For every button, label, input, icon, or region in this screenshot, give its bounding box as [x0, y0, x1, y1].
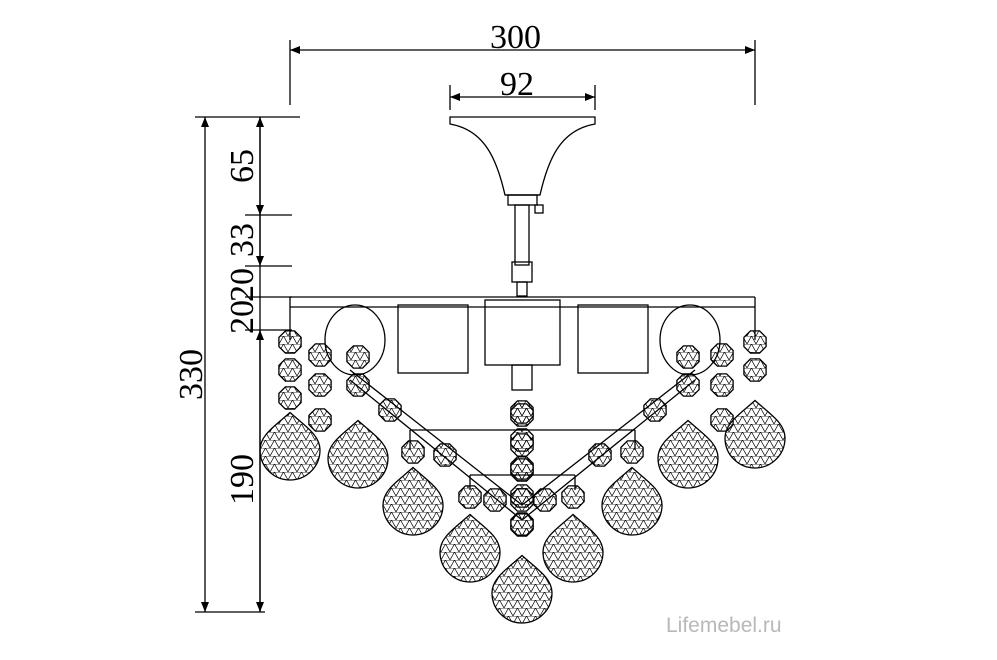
- crystal-ball: [439, 513, 501, 583]
- octagon-crystal: [620, 440, 644, 464]
- crystal-drop-label: 190: [224, 454, 261, 505]
- crystal-ball: [542, 513, 604, 583]
- overall-width-label: 300: [490, 19, 541, 56]
- watermark: Lifemebel.ru: [666, 614, 782, 637]
- crystal-ball: [724, 399, 786, 469]
- octagon-crystal: [510, 488, 534, 512]
- octagon-crystal: [676, 345, 700, 369]
- stem: [511, 204, 533, 297]
- canopy-height-label: 65: [224, 149, 261, 183]
- crystal-ball: [259, 411, 321, 481]
- octagon-crystal: [676, 373, 700, 397]
- crystal-ball: [327, 419, 389, 489]
- octagon-crystal: [346, 373, 370, 397]
- octagon-crystal: [308, 373, 332, 397]
- canopy: [449, 116, 596, 214]
- octagon-crystal: [483, 488, 507, 512]
- octagon-crystal: [743, 358, 767, 382]
- octagon-crystal: [743, 330, 767, 354]
- octagon-crystal: [346, 345, 370, 369]
- octagon-crystal: [278, 358, 302, 382]
- octagon-crystal: [433, 443, 457, 467]
- octagon-crystal: [643, 398, 667, 422]
- height-dimension: [195, 116, 300, 613]
- frame: [289, 296, 756, 521]
- crystal-ball: [601, 466, 663, 536]
- octagon-crystal: [710, 343, 734, 367]
- octagon-crystal: [458, 485, 482, 509]
- octagon-crystal: [510, 433, 534, 457]
- octagon-crystal: [710, 408, 734, 432]
- octagon-crystal: [533, 488, 557, 512]
- crystal-drops: [259, 330, 786, 624]
- stem-height-label: 33: [224, 223, 261, 257]
- overall-height-label: 330: [173, 349, 210, 400]
- octagon-crystal: [378, 398, 402, 422]
- segment-a-label: 20: [224, 268, 261, 302]
- width-dimension: [289, 40, 756, 105]
- octagon-crystal: [561, 485, 585, 509]
- octagon-crystal: [710, 373, 734, 397]
- crystal-ball: [491, 554, 553, 624]
- octagon-crystal: [588, 443, 612, 467]
- octagon-crystal: [278, 386, 302, 410]
- canopy-width-label: 92: [500, 66, 534, 103]
- octagon-crystal: [510, 513, 534, 537]
- octagon-crystal: [308, 408, 332, 432]
- octagon-crystal: [510, 403, 534, 427]
- octagon-crystal: [401, 440, 425, 464]
- octagon-crystal: [510, 458, 534, 482]
- crystal-ball: [657, 419, 719, 489]
- octagon-crystal: [308, 343, 332, 367]
- segment-b-label: 20: [224, 300, 261, 334]
- canopy-width-dimension: [449, 85, 596, 110]
- octagon-crystal: [278, 330, 302, 354]
- crystal-ball: [382, 466, 444, 536]
